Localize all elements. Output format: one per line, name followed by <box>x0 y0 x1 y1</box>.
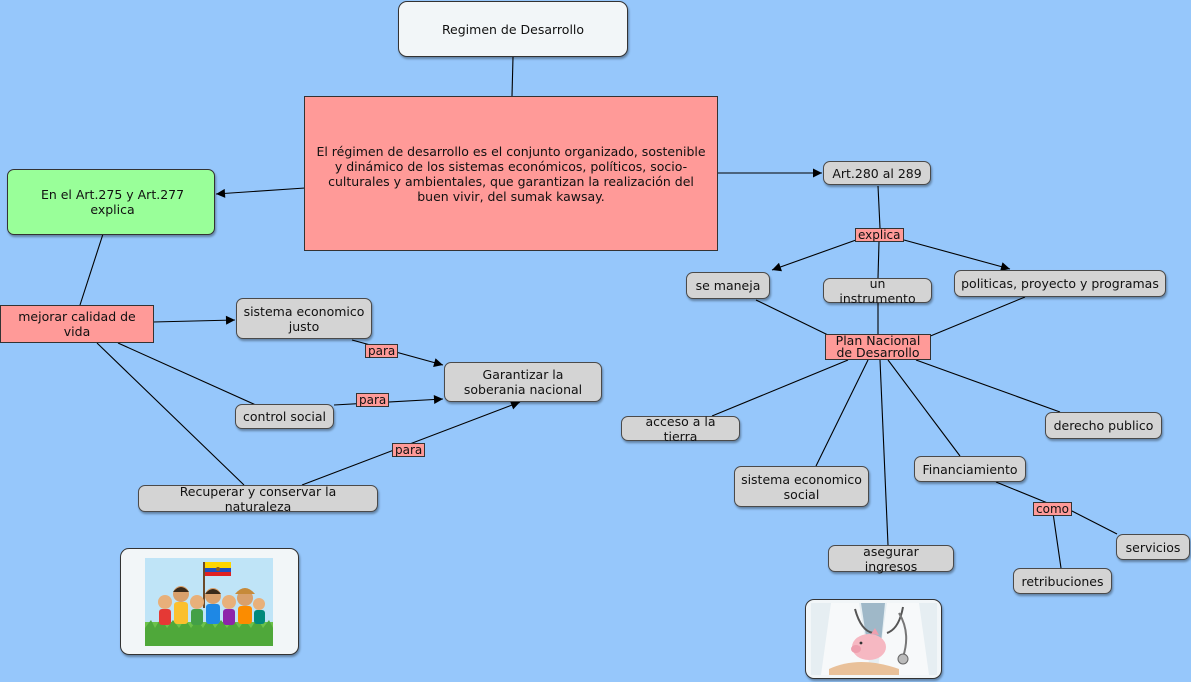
concept-un-instrumento[interactable]: un instrumento <box>823 275 932 306</box>
concept-managed-text: se maneja <box>695 278 761 293</box>
connector-quality-nature <box>96 342 245 486</box>
concept-public-law[interactable]: derecho publico <box>1045 412 1162 439</box>
connector-managed-plan <box>755 299 829 336</box>
concept-services-text: servicios <box>1125 539 1181 555</box>
concept-financing-text: Financiamiento <box>922 461 1018 477</box>
concept-nature-text: Recuperar y conservar la naturaleza <box>179 483 337 514</box>
connector-policies-plan <box>927 296 1026 338</box>
concept-public-law-text: derecho publico <box>1053 418 1154 433</box>
concept-retributions[interactable]: retribuciones <box>1013 568 1112 594</box>
concept-land-access[interactable]: acceso a la tierra <box>621 413 740 444</box>
concept-articles-left-text: En el Art.275 y Art.277 explica <box>40 187 185 217</box>
concept-nature-conservation[interactable]: Recuperar y conservar la naturaleza <box>138 483 378 514</box>
concept-social-economic-system[interactable]: sistema economico social <box>734 466 869 507</box>
concept-se-maneja[interactable]: se maneja <box>686 272 770 299</box>
concept-retributions-text: retribuciones <box>1021 573 1104 589</box>
concept-quality-of-life[interactable]: mejorar calidad de vida <box>0 305 154 343</box>
connector-explica-managed <box>771 239 857 272</box>
concept-articles-280-289[interactable]: Art.280 al 289 <box>823 161 931 185</box>
connector-como-services <box>1069 509 1118 535</box>
concept-land-access-text: acceso a la tierra <box>645 413 716 444</box>
concept-instrument-text: un instrumento <box>839 275 916 306</box>
connector-quality-fair-economy <box>152 315 236 325</box>
concept-articles-275-277[interactable]: En el Art.275 y Art.277 explica <box>7 169 215 235</box>
connector-plan-financing <box>887 359 961 457</box>
link-label-para-social-control: para <box>356 393 390 407</box>
concept-social-control-text: control social <box>243 409 326 424</box>
concept-social-control[interactable]: control social <box>235 404 334 429</box>
concept-secure-income[interactable]: asegurar ingresos <box>828 543 954 574</box>
connector-plan-public-law <box>915 359 1061 413</box>
connector-explica-instrument <box>877 241 880 279</box>
concept-policies-text: politicas, proyecto y programas <box>961 276 1159 291</box>
concept-social-economy-text: sistema economico social <box>741 471 862 502</box>
connector-explica-policies <box>903 239 1011 271</box>
link-label-para-nature: para <box>392 443 426 457</box>
connector-articles-right-explica <box>877 185 881 229</box>
concept-fair-economy-text: sistema economico justo <box>243 303 365 334</box>
connector-plan-income <box>879 359 889 546</box>
concept-national-sovereignty[interactable]: Garantizar la soberania nacional <box>444 362 602 402</box>
image-node-doctor-piggy-bank[interactable] <box>805 599 942 679</box>
concept-national-development-plan[interactable]: Plan Nacional de Desarrollo <box>825 334 931 360</box>
concept-quality-of-life-text: mejorar calidad de vida <box>18 309 136 339</box>
connector-title-definition <box>511 56 514 97</box>
link-label-explica: explica <box>855 228 904 242</box>
concept-financing[interactable]: Financiamiento <box>914 456 1026 482</box>
concept-income-text: asegurar ingresos <box>863 543 919 574</box>
concept-definition[interactable]: El régimen de desarrollo es el conjunto … <box>304 96 718 251</box>
concept-sovereignty-text: Garantizar la soberania nacional <box>463 367 583 397</box>
connector-plan-land <box>711 359 849 417</box>
concept-fair-economic-system[interactable]: sistema economico justo <box>236 298 372 339</box>
connector-definition-articles-left <box>215 187 306 198</box>
children-with-flag-illustration <box>145 558 273 646</box>
connector-financing-como <box>995 481 1051 505</box>
connector-como-retributions <box>1052 512 1062 569</box>
connector-plan-social-economy <box>815 359 869 467</box>
concept-articles-right-text: Art.280 al 289 <box>832 165 922 181</box>
concept-services[interactable]: servicios <box>1116 534 1190 560</box>
concept-title-text: Regimen de Desarrollo <box>441 21 585 37</box>
concept-policies-projects-programs[interactable]: politicas, proyecto y programas <box>954 270 1166 297</box>
connector-articles-quality <box>79 233 104 306</box>
concept-plan-text: Plan Nacional de Desarrollo <box>835 333 921 360</box>
link-label-como: como <box>1033 502 1072 516</box>
concept-definition-text: El régimen de desarrollo es el conjunto … <box>316 143 706 204</box>
connector-quality-social-control <box>117 342 259 407</box>
concept-regimen-de-desarrollo[interactable]: Regimen de Desarrollo <box>398 1 628 57</box>
link-label-para-fair-economy: para <box>365 344 399 358</box>
image-node-children[interactable] <box>120 548 299 655</box>
doctor-piggy-bank-photo <box>811 603 937 675</box>
